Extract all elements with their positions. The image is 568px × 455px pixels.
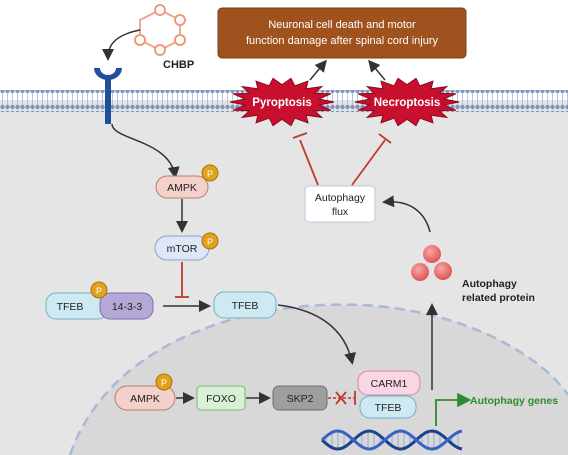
skp2-degrades-carm1 <box>328 391 356 405</box>
outcome-line-1: Neuronal cell death and motor <box>268 19 416 31</box>
nucleus <box>70 304 568 455</box>
dna-helix-icon <box>320 429 463 451</box>
skp2 <box>272 385 328 411</box>
autophagy-protein-line-1: Autophagy <box>462 278 517 290</box>
autophagy-flux-line-1: Autophagy <box>315 192 366 204</box>
tfeb-nucleus <box>359 395 417 419</box>
carm1-label: CARM1 <box>371 378 408 390</box>
flux-inhibits-necroptosis <box>351 133 392 186</box>
autophagy-flux-line-2: flux <box>332 206 349 218</box>
tfeb-translocation-arrow <box>277 304 356 365</box>
phospho-icon: P <box>90 281 108 299</box>
autophagy-flux-box <box>304 185 376 223</box>
tfeb-free <box>213 291 277 319</box>
ligand-binding-arrow <box>102 29 141 61</box>
tfeb-nucleus-label: TFEB <box>375 402 402 414</box>
tfeb-complex-label: TFEB <box>57 301 84 313</box>
svg-text:P: P <box>96 286 102 296</box>
foxo <box>196 385 246 411</box>
fourteen33 <box>99 292 154 320</box>
chbp-label: CHBP <box>163 59 194 71</box>
fourteen33-label: 14-3-3 <box>112 301 143 313</box>
chbp-molecule-icon <box>134 4 186 56</box>
autophagy-genes-label: Autophagy genes <box>470 395 558 407</box>
pyroptosis-burst <box>229 77 335 127</box>
autophagy-protein-icon <box>411 245 452 281</box>
mtor-inhibits-complex <box>175 262 189 298</box>
mtor-label: mTOR <box>167 243 198 255</box>
ampk-cytoplasm-label: AMPK <box>167 182 197 194</box>
pyroptosis-to-outcome-arrow <box>309 59 327 81</box>
phospho-icon: P <box>201 232 219 250</box>
phospho-icon: P <box>155 373 173 391</box>
receptor-icon <box>94 68 122 124</box>
svg-text:P: P <box>207 237 213 247</box>
ampk-cytoplasm <box>155 175 209 199</box>
ampk-nucleus-label: AMPK <box>130 393 160 405</box>
outcome-box <box>217 7 467 59</box>
necroptosis-label: Necroptosis <box>374 97 440 109</box>
outcome-line-2: function damage after spinal cord injury <box>246 35 438 47</box>
promoter-arrow-icon <box>435 392 472 426</box>
svg-text:P: P <box>161 378 167 388</box>
pyroptosis-label: Pyroptosis <box>252 97 311 109</box>
svg-text:P: P <box>207 169 213 179</box>
receptor-to-ampk-arrow <box>111 123 180 179</box>
phospho-icon: P <box>201 164 219 182</box>
autophagy-protein-line-2: related protein <box>462 292 535 304</box>
nuclear-envelope <box>68 303 568 455</box>
ampk-nucleus <box>114 385 176 411</box>
skp2-label: SKP2 <box>287 393 314 405</box>
tfeb-free-label: TFEB <box>232 300 259 312</box>
carm1 <box>357 370 421 396</box>
necroptosis-burst <box>354 77 460 127</box>
protein-to-flux-arrow <box>382 195 431 233</box>
foxo-label: FOXO <box>206 393 236 405</box>
flux-inhibits-pyroptosis <box>292 132 319 186</box>
necroptosis-to-outcome-arrow <box>368 59 386 81</box>
